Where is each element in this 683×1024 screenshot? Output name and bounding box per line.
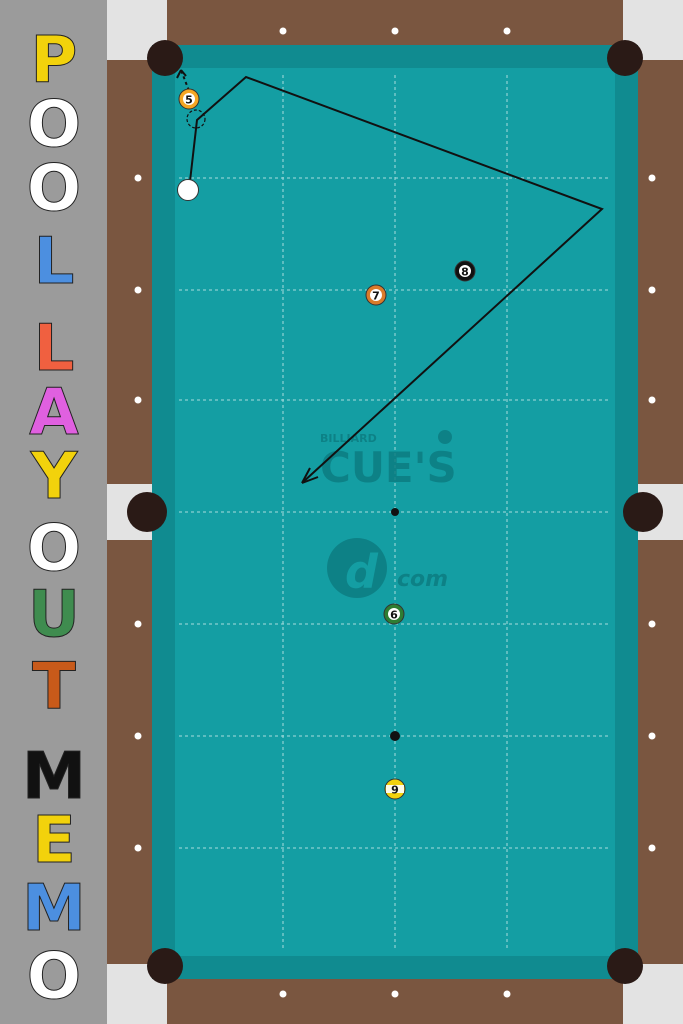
letter-o2: O [27,152,81,226]
ball-6[interactable]: 6 [383,603,405,625]
letter-t: T [32,650,76,724]
pockets [127,40,663,984]
logo-com-text: com [397,567,448,592]
letter-l1: L [34,225,75,299]
letter-o4: O [27,940,81,1014]
logo-d-text: d [345,545,379,599]
letter-u: U [28,578,80,652]
logo-small-text: BILLIARD [320,432,377,445]
dcom-logo: d com [327,538,448,599]
ball-6-label: 6 [390,609,398,622]
logo-d-circle-icon [327,538,387,598]
ball-7[interactable]: 7 [365,284,387,306]
ball5-path-line [180,69,192,97]
ball-cue[interactable] [177,179,199,201]
ball-5[interactable]: 5 [178,88,200,110]
rail-diamonds [134,27,656,998]
letter-o3: O [27,512,81,586]
shot-path [176,69,604,484]
title-column: P O O L L A Y O U T M E M O [22,24,87,1015]
logo-main-text: CUE'S [320,443,457,492]
letter-m2: M [22,872,86,946]
ball-8-label: 8 [461,266,469,279]
letter-e: E [32,804,76,878]
pocket-mr [623,492,663,532]
pocket-tr [607,40,643,76]
arrow-head-icon [301,467,319,484]
pocket-ml [127,492,167,532]
pool-table[interactable]: BILLIARD CUE'S d com 5 7 8 6 [107,0,683,1024]
ball5-arrow-icon [176,69,187,79]
foot-spot [390,731,400,741]
title-letters: P O O L L A Y O U T M E M O [22,24,87,1015]
pocket-tl [147,40,183,76]
ball-9-label: 9 [391,784,399,797]
letter-y: Y [30,440,78,514]
ball-9[interactable]: 9 [384,778,406,800]
letter-a: A [29,376,79,450]
letter-l2: L [34,312,75,386]
logo-ball-icon [438,430,452,444]
ball-8[interactable]: 8 [454,260,476,282]
ball-5-label: 5 [185,94,193,107]
cue-path-line [188,75,604,484]
cues-logo: BILLIARD CUE'S [320,430,457,492]
letter-m1: M [22,740,86,814]
ball-7-label: 7 [372,290,380,303]
center-spot [391,508,399,516]
pocket-br [607,948,643,984]
letter-p: P [31,24,78,98]
ghost-ball [186,109,206,129]
pocket-bl [147,948,183,984]
letter-o1: O [27,88,81,162]
